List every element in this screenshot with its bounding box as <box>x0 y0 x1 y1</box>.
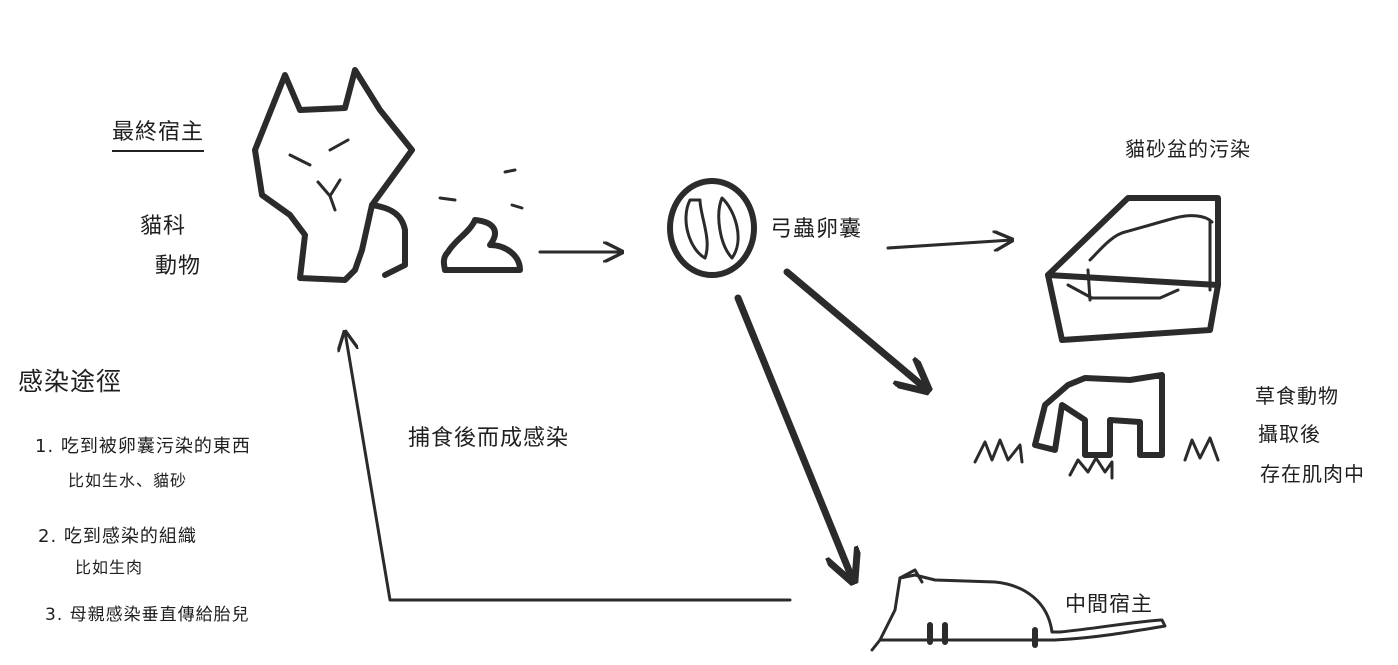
herbivore-label-line1: 草食動物 <box>1255 384 1339 408</box>
arrow-oocyst-to-litter <box>886 240 1012 248</box>
herbivore-label-line2: 攝取後 <box>1258 422 1321 446</box>
feces-icon <box>438 168 524 273</box>
route1-line2: 比如生水、貓砂 <box>68 471 188 490</box>
route2-line1: 2. 吃到感染的組織 <box>38 526 197 547</box>
grass-icon <box>973 436 1220 480</box>
oocyst-label: 弓蟲卵囊 <box>770 217 863 242</box>
arrow-oocyst-to-rodent <box>734 294 852 578</box>
routes-title: 感染途徑 <box>18 367 123 396</box>
litter-box-label: 貓砂盆的污染 <box>1125 137 1251 161</box>
definitive-host-label: 最終宿主 <box>112 114 205 152</box>
feline-label-line2: 動物 <box>155 254 202 279</box>
predation-label: 捕食後而成感染 <box>408 426 570 451</box>
route3: 3. 母親感染垂直傳給胎兒 <box>45 605 250 625</box>
herbivore-icon <box>1032 372 1165 458</box>
oocyst-icon <box>667 178 757 278</box>
route1-line1: 1. 吃到被卵囊污染的東西 <box>35 436 251 457</box>
litter-box-icon <box>1045 195 1221 343</box>
feline-label-line1: 貓科 <box>140 214 187 239</box>
herbivore-label-line3: 存在肌肉中 <box>1260 462 1365 486</box>
intermediate-host-label: 中間宿主 <box>1065 592 1153 616</box>
rodent-icon <box>870 568 1167 652</box>
arrow-oocyst-to-herbivore <box>783 268 925 388</box>
route2-line2: 比如生肉 <box>75 558 144 577</box>
cat-icon <box>252 67 415 283</box>
arrow-rodent-to-cat <box>345 332 792 602</box>
